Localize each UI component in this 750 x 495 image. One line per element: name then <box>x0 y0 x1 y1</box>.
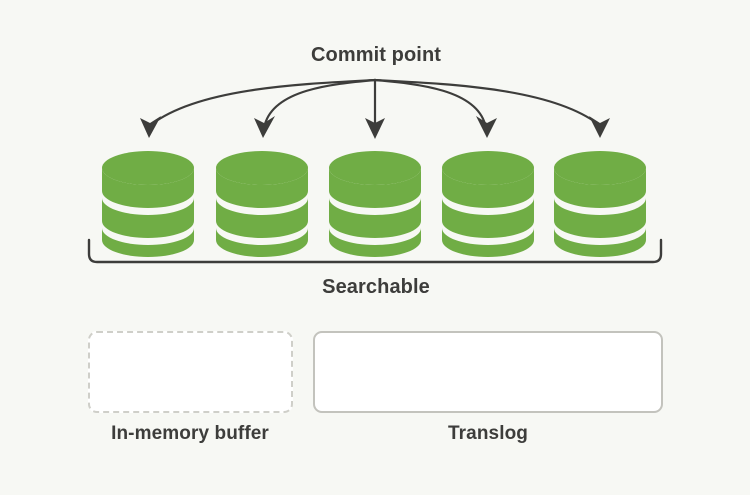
arrowhead-1 <box>140 116 161 138</box>
arrowhead-3 <box>365 118 385 139</box>
searchable-label: Searchable <box>322 276 430 298</box>
arrowhead-4 <box>476 116 497 138</box>
segment-cylinder-1 <box>102 151 194 257</box>
arrowhead-5 <box>589 116 610 138</box>
commit-point-label: Commit point <box>310 44 442 66</box>
arrowheads <box>140 116 610 139</box>
segment-cylinder-3 <box>329 151 421 257</box>
arrowhead-2 <box>254 116 275 138</box>
arrow-to-segment-5 <box>373 78 600 126</box>
segment-cylinder-2 <box>216 151 308 257</box>
in-memory-buffer-box <box>88 331 293 413</box>
translog-label: Translog <box>448 423 528 444</box>
in-memory-buffer-label: In-memory buffer <box>111 423 269 444</box>
segment-row <box>102 151 646 257</box>
translog-box <box>313 331 663 413</box>
commit-point-arrows <box>150 78 600 128</box>
searchable-bracket <box>87 238 663 264</box>
segment-cylinder-5 <box>554 151 646 257</box>
segment-cylinder-4 <box>442 151 534 257</box>
arrow-to-segment-1 <box>150 78 377 126</box>
arrow-to-segment-2 <box>263 78 377 126</box>
